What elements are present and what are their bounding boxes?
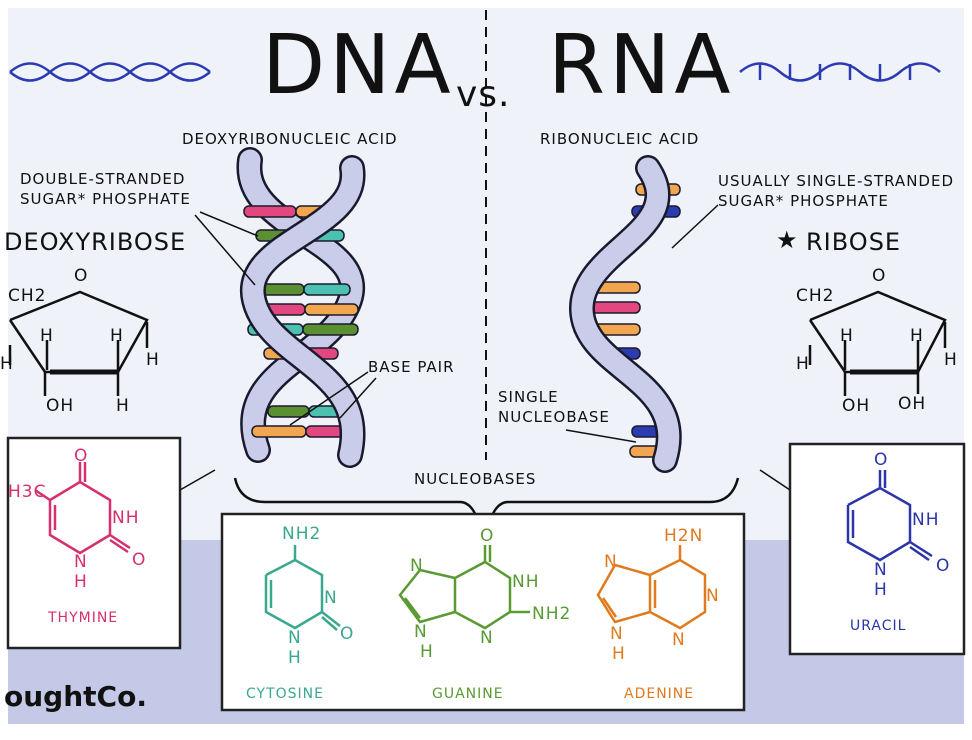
adenine-atom-n2: N xyxy=(672,630,686,650)
uracil-name: URACIL xyxy=(850,618,907,634)
adenine-atom-n3: N xyxy=(604,552,618,572)
thymine-atom-nh: NH xyxy=(112,508,140,528)
rna-sugar-oh1: OH xyxy=(842,396,871,416)
thymine-atom-n: N xyxy=(74,552,88,572)
dna-sugar-h4: H xyxy=(0,354,14,374)
mini-dna-icon xyxy=(9,62,211,82)
dna-strand-label-2: SUGAR* PHOSPHATE xyxy=(20,190,191,208)
uracil-structure xyxy=(846,470,933,562)
dna-double-helix xyxy=(236,147,366,468)
title-vs: vs. xyxy=(456,74,511,115)
cytosine-atom-h: H xyxy=(288,648,302,668)
guanine-atom-o: O xyxy=(480,526,495,546)
guanine-atom-nh: NH xyxy=(512,572,540,592)
adenine-atom-h2n: H2N xyxy=(664,526,704,546)
rna-full-name: RIBONUCLEIC ACID xyxy=(540,130,700,148)
guanine-name: GUANINE xyxy=(432,686,504,702)
mini-rna-icon xyxy=(739,62,941,82)
cytosine-atom-o: O xyxy=(340,624,355,644)
thymine-connector xyxy=(179,469,216,491)
uracil-atom-n: N xyxy=(874,560,888,580)
uracil-box xyxy=(788,442,966,656)
cytosine-atom-n1: N xyxy=(324,588,338,608)
rna-strand-label-2: SUGAR* PHOSPHATE xyxy=(718,192,889,210)
brand-logo: oughtCo. xyxy=(4,680,147,713)
single-nucleobase-label-1: SINGLE xyxy=(498,388,559,406)
thymine-atom-o2: O xyxy=(132,550,147,570)
rna-sugar-ch2: CH2 xyxy=(796,286,835,306)
cytosine-atom-nh2: NH2 xyxy=(282,524,322,544)
dna-sugar-ch2: CH2 xyxy=(8,286,47,306)
dna-sugar-h3: H xyxy=(146,350,160,370)
uracil-atom-h: H xyxy=(874,580,888,600)
dna-strand-label-1: DOUBLE-STRANDED xyxy=(20,170,186,188)
adenine-atom-h: H xyxy=(612,644,626,664)
rna-sugar-h2: H xyxy=(910,326,924,346)
rna-backbone-fill xyxy=(571,157,680,471)
adenine-atom-n1: N xyxy=(706,586,720,606)
rna-sugar-h3: H xyxy=(944,350,958,370)
uracil-connector xyxy=(759,469,791,491)
dna-sugar-h5: H xyxy=(116,396,130,416)
title-dna: DNA xyxy=(262,18,455,113)
rna-sugar-name: RIBOSE xyxy=(806,228,902,256)
ribose-star: ★ xyxy=(776,226,799,254)
thymine-box xyxy=(6,436,182,650)
dna-full-name: DEOXYRIBONUCLEIC ACID xyxy=(182,130,398,148)
deoxyribose-structure xyxy=(8,290,149,396)
guanine-atom-n3: N xyxy=(414,622,428,642)
cytosine-name: CYTOSINE xyxy=(246,686,324,702)
thymine-structure xyxy=(34,462,131,555)
thymine-atom-h: H xyxy=(74,572,88,592)
cytosine-structure xyxy=(264,545,341,631)
guanine-structure xyxy=(398,545,530,630)
pointer-lines xyxy=(194,204,719,443)
guanine-atom-n2: N xyxy=(410,556,424,576)
title-rna: RNA xyxy=(548,18,735,113)
guanine-atom-n1: N xyxy=(480,628,494,648)
rna-strand-label-1: USUALLY SINGLE-STRANDED xyxy=(718,172,954,190)
dna-sugar-o: O xyxy=(74,266,89,286)
dna-base-pair xyxy=(257,283,351,296)
guanine-atom-h: H xyxy=(420,642,434,662)
rna-sugar-o: O xyxy=(872,266,887,286)
dna-sugar-h1: H xyxy=(40,326,54,346)
dna-sugar-oh: OH xyxy=(46,396,75,416)
adenine-atom-n4: N xyxy=(610,624,624,644)
single-nucleobase-label-2: NUCLEOBASE xyxy=(498,408,610,426)
thymine-name: THYMINE xyxy=(48,610,119,626)
thymine-atom-h3c: H3C xyxy=(8,482,47,502)
rna-single-helix xyxy=(569,155,682,473)
rna-sugar-h1: H xyxy=(840,326,854,346)
cytosine-atom-n2: N xyxy=(288,628,302,648)
base-pair-label: BASE PAIR xyxy=(368,358,455,376)
uracil-atom-o1: O xyxy=(874,450,889,470)
dna-sugar-name: DEOXYRIBOSE xyxy=(4,228,187,256)
nucleobase-main-box xyxy=(220,512,746,712)
thymine-atom-o1: O xyxy=(74,446,89,466)
ribose-structure xyxy=(808,290,947,396)
dna-backbone-2-fill xyxy=(242,157,363,466)
dna-sugar-h2: H xyxy=(110,326,124,346)
rna-sugar-oh2: OH xyxy=(898,394,927,414)
rna-sugar-h4: H xyxy=(796,354,810,374)
adenine-name: ADENINE xyxy=(624,686,695,702)
guanine-atom-nh2: NH2 xyxy=(532,604,572,624)
nucleobases-heading: NUCLEOBASES xyxy=(414,470,537,488)
uracil-atom-nh: NH xyxy=(912,510,940,530)
adenine-structure xyxy=(596,545,707,630)
uracil-atom-o2: O xyxy=(936,556,951,576)
